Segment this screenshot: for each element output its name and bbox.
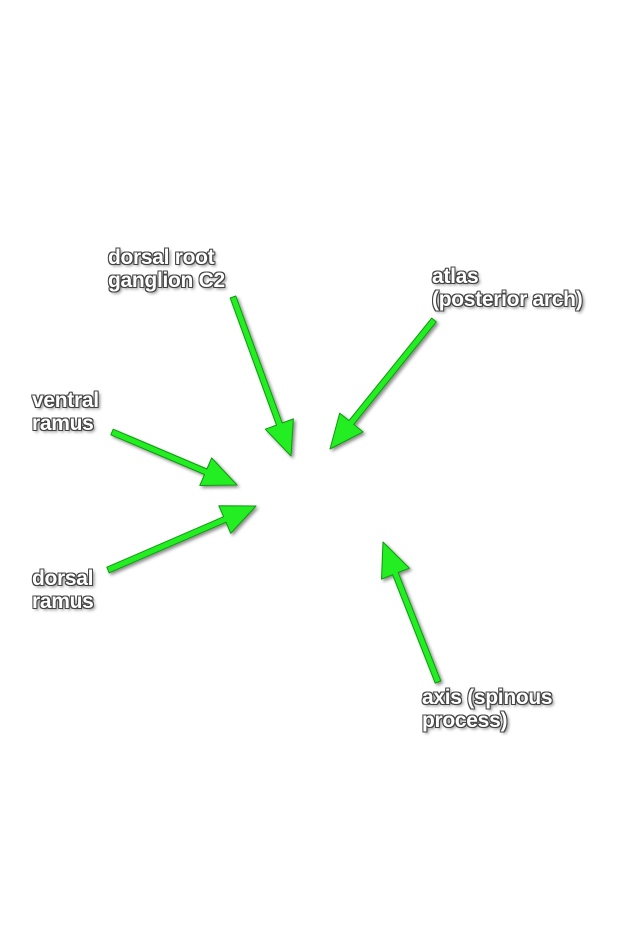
label-dorsal-root-ganglion-line1: dorsal root — [108, 246, 215, 269]
arrow-atlas — [329, 317, 437, 450]
label-dorsal-root-ganglion: dorsal root ganglion C2 — [108, 246, 225, 292]
label-atlas-line1: atlas — [432, 265, 479, 288]
arrow-ventral-ramus — [110, 428, 238, 486]
label-dorsal-ramus-line2: ramus — [32, 590, 94, 613]
label-axis: axis (spinous process) — [422, 686, 553, 732]
label-atlas-line2: (posterior arch) — [432, 288, 583, 311]
label-dorsal-ramus-line1: dorsal — [32, 567, 94, 590]
label-atlas: atlas (posterior arch) — [432, 265, 583, 311]
label-axis-line1: axis (spinous — [422, 686, 553, 709]
label-ventral-ramus-line2: ramus — [32, 412, 94, 435]
label-ventral-ramus: ventral ramus — [32, 389, 99, 435]
arrow-axis — [381, 541, 442, 684]
label-axis-line2: process) — [422, 709, 508, 732]
label-dorsal-ramus: dorsal ramus — [32, 567, 94, 613]
arrow-dorsal-root-ganglion — [229, 295, 294, 457]
label-ventral-ramus-line1: ventral — [32, 389, 99, 412]
label-dorsal-root-ganglion-line2: ganglion C2 — [108, 269, 225, 292]
arrow-dorsal-ramus — [106, 505, 257, 574]
